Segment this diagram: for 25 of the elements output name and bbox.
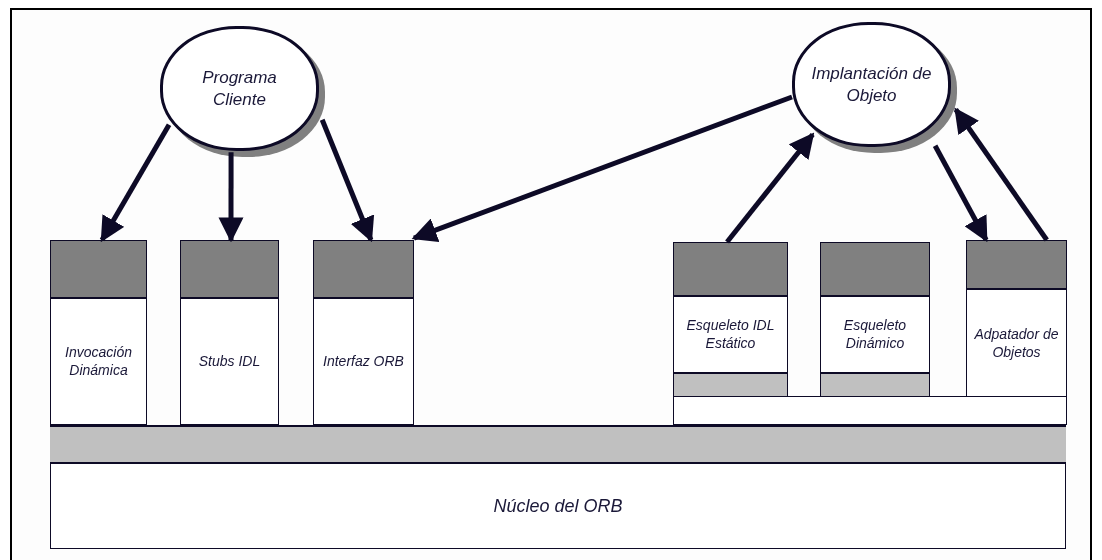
- node-label: Stubs IDL: [198, 352, 261, 371]
- core-layer: [50, 463, 1066, 549]
- node-label: Esqueleto IDL Estático: [685, 317, 776, 352]
- arrow: [218, 152, 244, 243]
- layer-column: [180, 240, 279, 425]
- arrow: [953, 107, 1049, 242]
- node-label: Núcleo del ORB: [493, 494, 623, 518]
- arrow: [99, 123, 172, 243]
- layer-box: [673, 396, 1067, 425]
- arrow: [411, 94, 793, 242]
- layer-band: [50, 425, 1066, 464]
- arrow: [932, 144, 989, 243]
- node-label: Programa Cliente: [201, 67, 278, 110]
- node-label: Esqueleto Dinámico: [842, 317, 908, 352]
- node-label: Adpatador de Objetos: [973, 326, 1060, 361]
- layer-column: [820, 242, 930, 398]
- node-label: Interfaz ORB: [323, 352, 404, 371]
- layer-column: [966, 240, 1067, 398]
- layer-column: [313, 240, 414, 425]
- arrow: [725, 132, 815, 244]
- node-label: Implantación de Objeto: [810, 63, 933, 106]
- layer-column: [673, 242, 788, 398]
- node-label: Invocación Dinámica: [64, 344, 133, 379]
- layer-column: [50, 240, 147, 425]
- arrow: [319, 118, 375, 243]
